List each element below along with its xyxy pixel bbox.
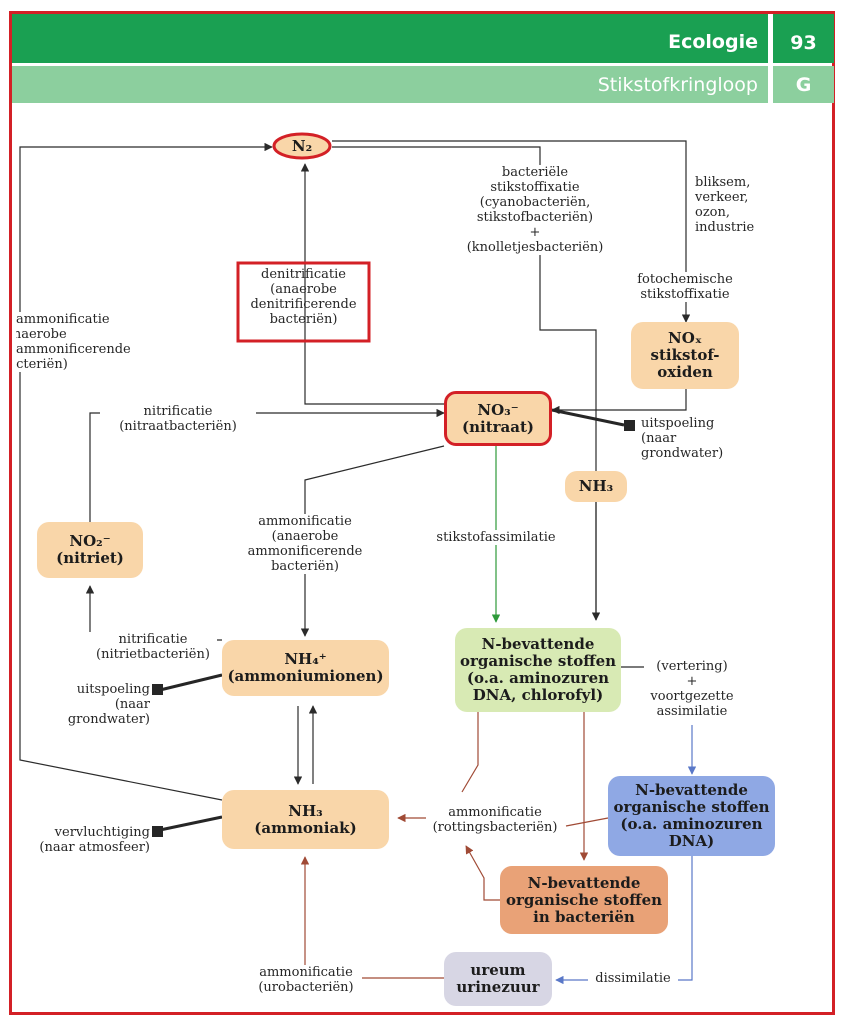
node-ammoniumionen: NH₄⁺ (ammoniumionen) — [222, 640, 389, 696]
label-nitrificatie-nitraatbacterien: nitrificatie (nitraatbacteriën) — [100, 404, 256, 434]
arrow-denitrificatie — [300, 163, 444, 405]
label-ammonificatie-urobacterien: ammonificatie (urobacteriën) — [250, 965, 362, 995]
label-bacteriele-stikstoffixatie: bacteriële stikstoffixatie (cyanobacteri… — [455, 165, 615, 255]
node-n-org-animal: N-bevattende organische stoffen (o.a. am… — [608, 776, 775, 856]
vervluchtiging-square — [152, 826, 163, 837]
arrow-nox-to-nitraat — [551, 389, 687, 415]
uitspoeling-nitraat-square — [624, 420, 635, 431]
denitrificatie-outline — [236, 261, 371, 343]
line-animal-to-rotting — [565, 817, 609, 827]
label-fotochemische-stikstoffixatie: fotochemische stikstoffixatie — [626, 272, 744, 302]
node-n-org-bacteria: N-bevattende organische stoffen in bacte… — [500, 866, 668, 934]
arrow-bacteria-to-rotting — [465, 845, 500, 901]
node-nox: NOₓ stikstof- oxiden — [631, 322, 739, 389]
header-separator — [768, 14, 773, 103]
uitspoeling-ammonium-square — [152, 684, 163, 695]
arrow-bacteriele-fixatie — [332, 146, 601, 621]
label-deammonificatie: deammonificatie (anaerobe deammonificere… — [16, 312, 160, 372]
node-nitraat: NO₃⁻ (nitraat) — [444, 391, 552, 446]
header-subject: Ecologie — [668, 31, 758, 53]
label-vertering-assimilatie: (vertering) + voortgezette assimilatie — [644, 659, 740, 719]
label-ammonificatie-rottingsbacterien: ammonificatie (rottingsbacteriën) — [426, 805, 564, 835]
node-nitriet: NO₂⁻ (nitriet) — [37, 522, 143, 578]
n2-oval — [272, 132, 332, 160]
node-nh3-small: NH₃ — [565, 471, 627, 502]
node-ureum: ureum urinezuur — [444, 952, 552, 1006]
node-ammoniak: NH₃ (ammoniak) — [222, 790, 389, 849]
header-topic: Stikstofkringloop — [597, 74, 758, 96]
line-plant-to-rotting — [461, 712, 479, 793]
subheader-bar — [12, 66, 834, 103]
section-letter: G — [795, 74, 812, 96]
label-bliksem-verkeer: bliksem, verkeer, ozon, industrie — [695, 175, 785, 235]
label-uitspoeling-ammonium: uitspoeling (naar grondwater) — [30, 682, 150, 727]
label-nitrificatie-nitrietbacterien: nitrificatie (nitrietbacteriën) — [89, 632, 217, 662]
arrow-nitrificatie-nitraat — [89, 408, 445, 522]
line-uitspoeling-nitraat — [551, 408, 625, 427]
label-vervluchtiging: vervluchtiging (naar atmosfeer) — [30, 825, 150, 855]
arrow-deammonificatie — [19, 142, 273, 801]
label-ammonificatie-anaerobe: ammonificatie (anaerobe ammonificerende … — [243, 514, 367, 574]
line-vervluchtiging — [159, 815, 223, 832]
label-stikstofassimilatie: stikstofassimilatie — [428, 530, 564, 545]
label-uitspoeling-nitraat: uitspoeling (naar grondwater) — [641, 416, 761, 461]
node-n2: N₂ — [291, 136, 313, 155]
arrow-ammonificatie-anaerobe — [300, 445, 445, 637]
label-dissimilatie: dissimilatie — [588, 971, 678, 986]
page-frame — [9, 11, 835, 1015]
label-denitrificatie: denitrificatie (anaerobe denitrificerend… — [250, 267, 357, 327]
arrow-fotochemische-fixatie — [332, 140, 691, 323]
page-number: 93 — [790, 32, 817, 54]
node-n-org-plant: N-bevattende organische stoffen (o.a. am… — [455, 628, 621, 712]
line-uitspoeling-ammonium — [159, 673, 223, 692]
header-bar — [12, 14, 834, 63]
